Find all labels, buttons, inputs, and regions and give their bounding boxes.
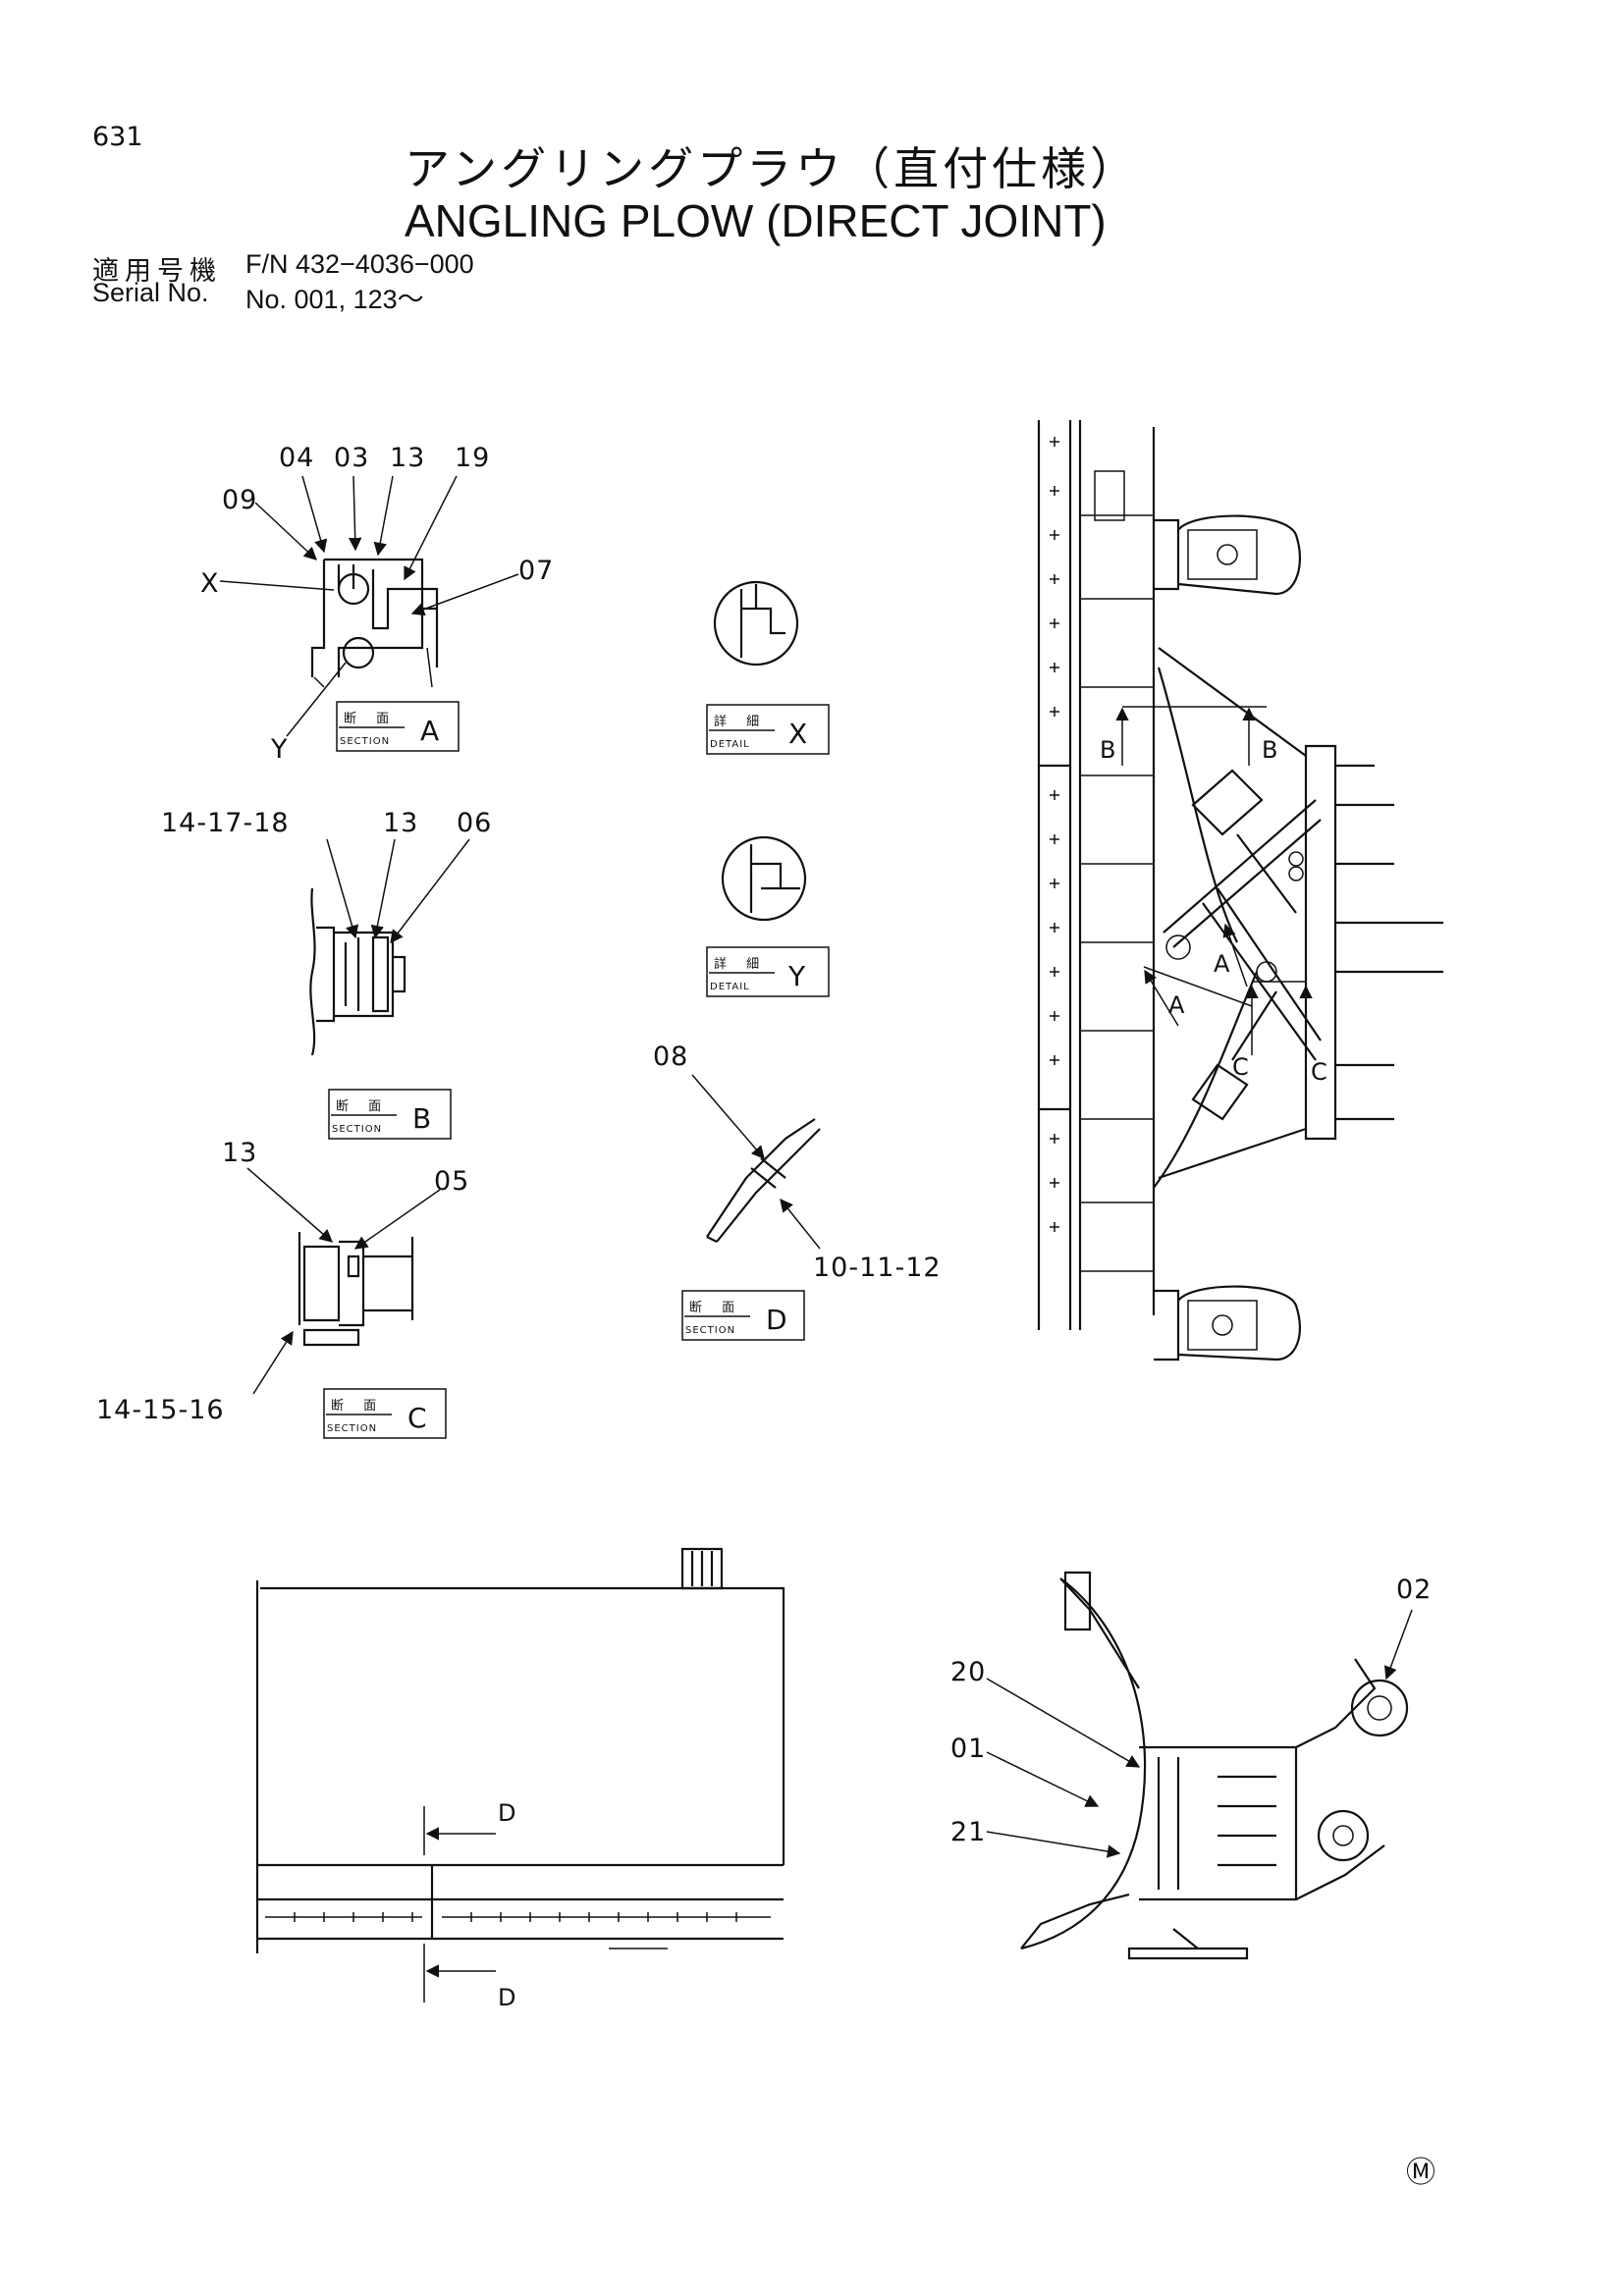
callout-13-b: 13 [383, 808, 418, 838]
callout-01: 01 [950, 1734, 986, 1764]
footer-mark: Ⓜ [1406, 2156, 1435, 2190]
arrow-label-d-bottom: D [498, 1984, 515, 2011]
callout-09: 09 [222, 485, 257, 515]
page-title-english: ANGLING PLOW (DIRECT JOINT) [405, 195, 1107, 246]
section-d-tag-en: SECTION [685, 1325, 735, 1336]
callout-08: 08 [653, 1041, 688, 1072]
detail-y-view: 詳 細 DETAIL Y [706, 835, 830, 997]
section-c-tag-jp: 断 面 [331, 1399, 384, 1414]
detail-x-view: 詳 細 DETAIL X [706, 580, 830, 755]
arrow-label-b-right: B [1262, 736, 1277, 764]
section-b-letter: B [412, 1102, 431, 1135]
serial-number-label: Serial No. [92, 278, 209, 307]
callout-06: 06 [457, 808, 492, 838]
front-view: D D [255, 1547, 785, 2011]
section-a-tag-jp: 断 面 [344, 712, 397, 726]
section-a-view: 04 03 13 19 09 07 X Y 断 面 SECTION A [200, 443, 554, 765]
section-b-tag-jp: 断 面 [336, 1099, 389, 1114]
section-a-letter: A [420, 715, 439, 747]
arrow-label-b-left: B [1100, 736, 1115, 764]
detail-x-tag-jp: 詳 細 [714, 714, 767, 729]
callout-10-11-12: 10-11-12 [813, 1253, 942, 1283]
plan-view: B B A A C C [1037, 420, 1443, 1362]
callout-05: 05 [434, 1166, 469, 1197]
section-c-tag-en: SECTION [327, 1423, 377, 1434]
serial-number-value: No. 001, 123～ [245, 285, 424, 314]
section-b-tag-en: SECTION [332, 1124, 382, 1135]
callout-07: 07 [518, 556, 554, 586]
arrow-label-a-right: A [1214, 950, 1230, 978]
section-d-tag-jp: 断 面 [689, 1301, 742, 1315]
page-title-japanese: アングリングプラウ（直付仕様） [405, 142, 1140, 195]
section-a-tag-en: SECTION [340, 736, 390, 747]
marker-y: Y [270, 734, 289, 765]
callout-14-17-18: 14-17-18 [161, 808, 290, 838]
callout-04: 04 [279, 443, 314, 473]
section-c-letter: C [407, 1402, 427, 1434]
detail-y-tag-en: DETAIL [710, 982, 750, 992]
callout-14-15-16: 14-15-16 [96, 1395, 225, 1425]
page-number: 631 [92, 122, 143, 152]
frame-number-value: F/N 432−4036−000 [245, 249, 474, 279]
section-d-letter: D [766, 1304, 787, 1336]
side-view: 02 20 01 21 [950, 1571, 1432, 1960]
arrow-label-a-left: A [1168, 991, 1185, 1019]
callout-02: 02 [1396, 1575, 1432, 1605]
callout-13-c: 13 [222, 1138, 257, 1168]
callout-20: 20 [950, 1657, 986, 1687]
detail-x-letter: X [788, 718, 807, 750]
arrow-label-c-left: C [1232, 1053, 1249, 1081]
applicable-model-label: 適用号機 [92, 256, 222, 286]
callout-21: 21 [950, 1817, 986, 1847]
detail-y-letter: Y [787, 960, 806, 992]
section-b-view: 14-17-18 13 06 断 面 SECTION B [161, 808, 492, 1140]
arrow-label-d-top: D [498, 1799, 515, 1827]
marker-x: X [200, 568, 220, 599]
section-c-view: 13 05 14-15-16 断 面 SECTION C [96, 1138, 469, 1439]
detail-x-tag-en: DETAIL [710, 739, 750, 750]
callout-19: 19 [455, 443, 490, 473]
arrow-label-c-right: C [1311, 1058, 1327, 1086]
callout-13: 13 [390, 443, 425, 473]
detail-y-tag-jp: 詳 細 [714, 956, 767, 972]
section-d-view: 08 10-11-12 断 面 SECTION D [653, 1041, 942, 1341]
callout-03: 03 [334, 443, 369, 473]
